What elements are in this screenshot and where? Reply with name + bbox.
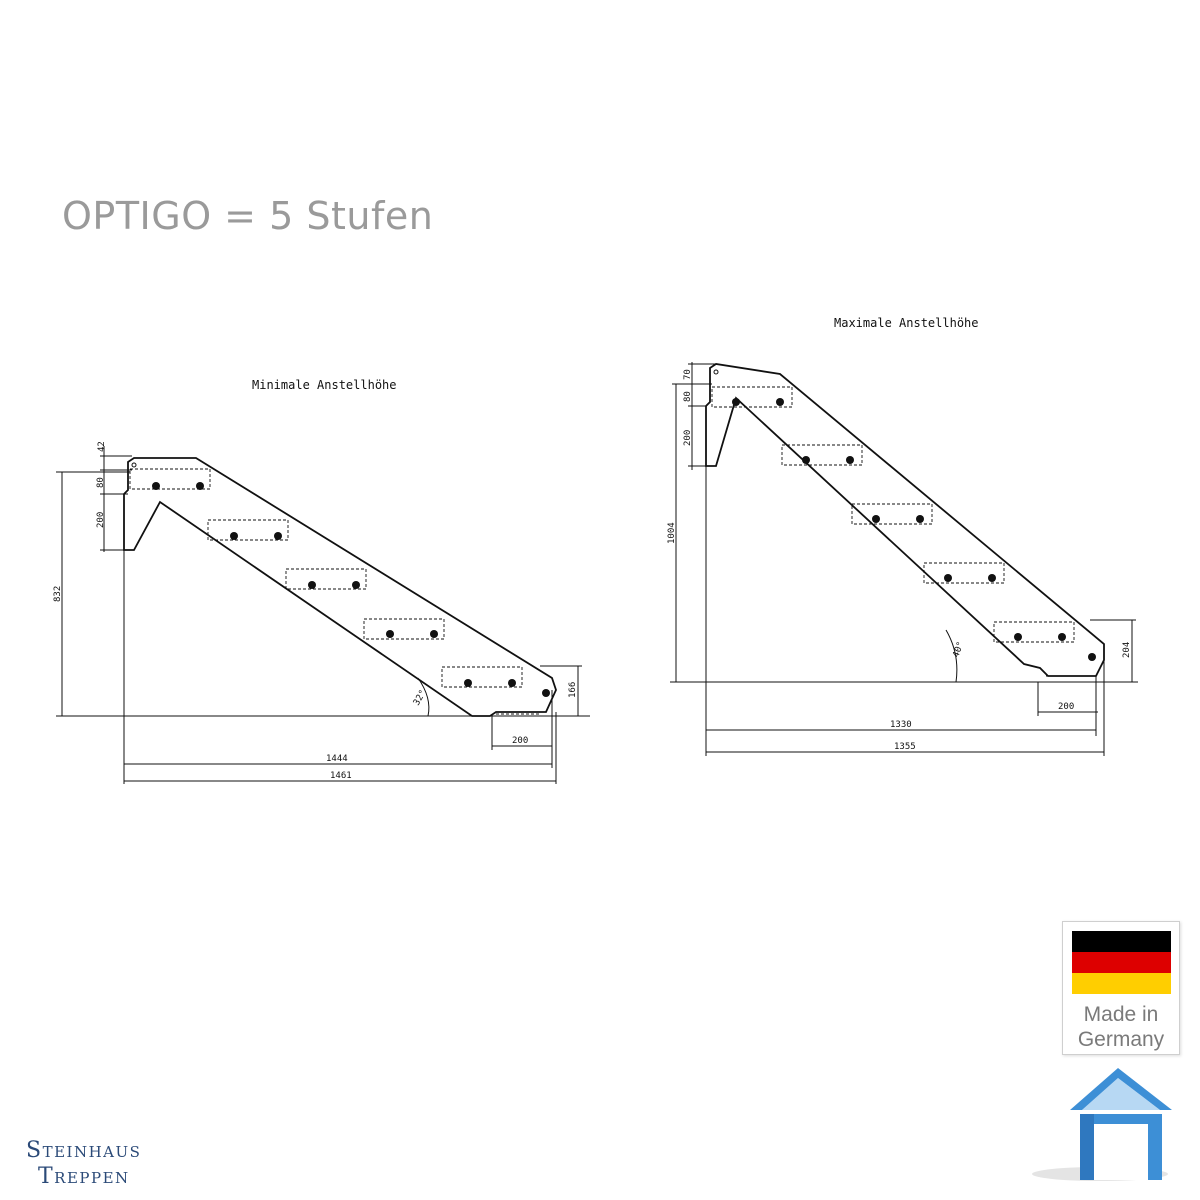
svg-text:1004: 1004 xyxy=(667,522,677,544)
house-logo-icon xyxy=(1032,1068,1172,1181)
svg-text:166: 166 xyxy=(568,682,578,698)
svg-text:200: 200 xyxy=(96,512,106,528)
right-caption: Maximale Anstellhöhe xyxy=(834,316,979,330)
brand-line-1: Steinhaus xyxy=(26,1138,142,1163)
brand-line-2: Treppen xyxy=(38,1164,130,1189)
svg-text:1330: 1330 xyxy=(890,720,912,730)
svg-text:1461: 1461 xyxy=(330,771,352,781)
left-dimensions: 42 80 200 832 166 200 1444 1461 32° xyxy=(53,441,578,781)
left-caption: Minimale Anstellhöhe xyxy=(252,378,397,392)
right-stair-drawing: Maximale Anstellhöhe xyxy=(667,316,1138,756)
left-steps xyxy=(129,462,550,697)
badge-line-1: Made in xyxy=(1083,1003,1159,1026)
german-flag-icon xyxy=(1072,931,1171,994)
badge-line-2: Germany xyxy=(1077,1028,1165,1051)
svg-text:200: 200 xyxy=(683,430,693,446)
right-dimensions: 70 80 200 1004 204 200 1330 1355 40° xyxy=(667,369,1132,752)
svg-text:200: 200 xyxy=(1058,702,1074,712)
svg-text:1444: 1444 xyxy=(326,754,348,764)
page-title: OPTIGO = 5 Stufen xyxy=(62,194,434,238)
svg-text:204: 204 xyxy=(1122,642,1132,658)
svg-text:40°: 40° xyxy=(951,640,966,659)
svg-text:70: 70 xyxy=(683,369,693,380)
left-stair-drawing: Minimale Anstellhöhe xyxy=(53,378,590,784)
brand-wordmark: Steinhaus Treppen xyxy=(26,1138,141,1190)
svg-text:80: 80 xyxy=(683,391,693,402)
svg-text:200: 200 xyxy=(512,736,528,746)
svg-text:32°: 32° xyxy=(412,688,429,707)
svg-text:832: 832 xyxy=(53,586,63,602)
svg-text:42: 42 xyxy=(97,441,107,452)
svg-text:80: 80 xyxy=(96,477,106,488)
made-in-germany-badge: Made in Germany xyxy=(1062,921,1180,1055)
svg-text:1355: 1355 xyxy=(894,742,916,752)
right-steps xyxy=(711,369,1096,661)
